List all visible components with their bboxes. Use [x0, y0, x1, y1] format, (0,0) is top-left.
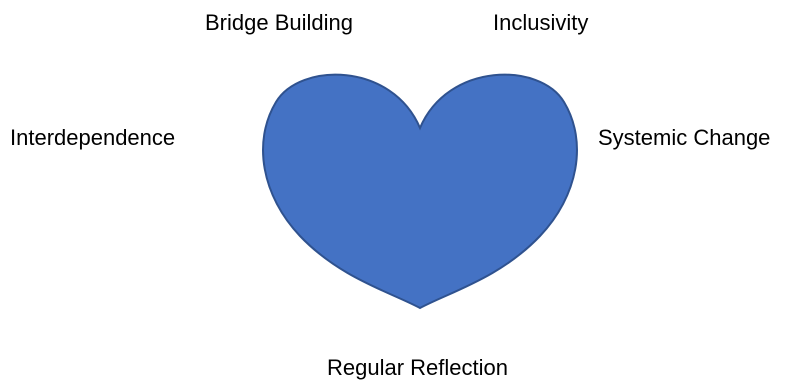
- label-interdependence: Interdependence: [10, 125, 176, 150]
- heart-icon: [262, 73, 578, 310]
- label-inclusivity: Inclusivity: [493, 10, 589, 35]
- label-regular-reflection: Regular Reflection: [327, 355, 508, 380]
- label-systemic-change: Systemic Change: [598, 125, 771, 150]
- label-bridge-building: Bridge Building: [205, 10, 353, 35]
